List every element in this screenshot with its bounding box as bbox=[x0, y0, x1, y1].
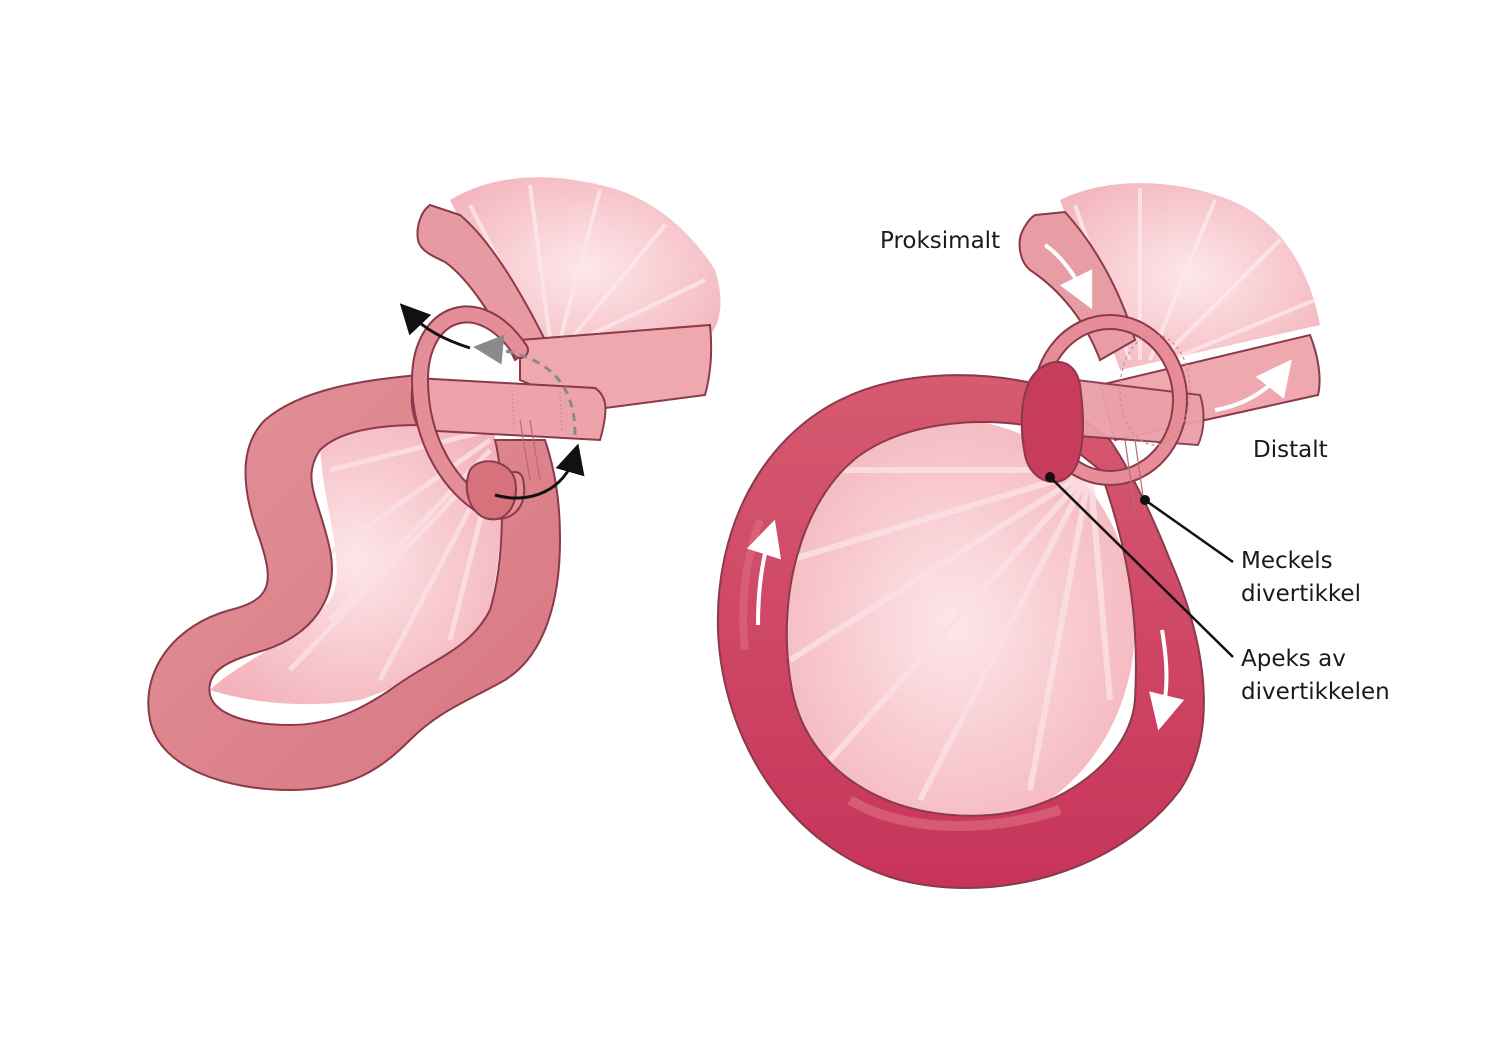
leader-apex bbox=[1049, 476, 1234, 658]
right-flow-arrow-proximal bbox=[1043, 243, 1093, 310]
right-flow-arrow-left bbox=[746, 519, 782, 626]
label-meckel-line2: divertikkel bbox=[1241, 581, 1361, 607]
left-main-bowel bbox=[147, 373, 562, 792]
left-rotation-arrow-top bbox=[399, 303, 471, 350]
left-mesentery-body bbox=[210, 416, 502, 705]
label-distal: Distalt bbox=[1253, 437, 1328, 463]
right-volvulus-loop bbox=[716, 374, 1205, 889]
leader-meckel-dot bbox=[1140, 495, 1150, 505]
label-apex-line1: Apeks av bbox=[1241, 646, 1346, 672]
right-diverticulum-apex bbox=[1020, 360, 1084, 484]
left-rotation-arrow-bottom bbox=[494, 443, 585, 500]
right-flow-arrow-down bbox=[1149, 629, 1185, 731]
right-figure bbox=[716, 183, 1321, 889]
right-flow-arrow-distal bbox=[1214, 359, 1292, 412]
label-apex-line2: divertikkelen bbox=[1241, 679, 1390, 705]
label-meckel-line1: Meckels bbox=[1241, 548, 1333, 574]
left-rotation-arrow-dashed bbox=[473, 334, 577, 436]
label-proximal: Proksimalt bbox=[880, 228, 1000, 254]
leader-meckel bbox=[1144, 498, 1234, 564]
left-figure bbox=[147, 177, 721, 792]
left-upper-bowel bbox=[416, 203, 547, 362]
leader-apex-dot bbox=[1045, 472, 1055, 482]
left-diverticulum-apex bbox=[465, 460, 517, 521]
